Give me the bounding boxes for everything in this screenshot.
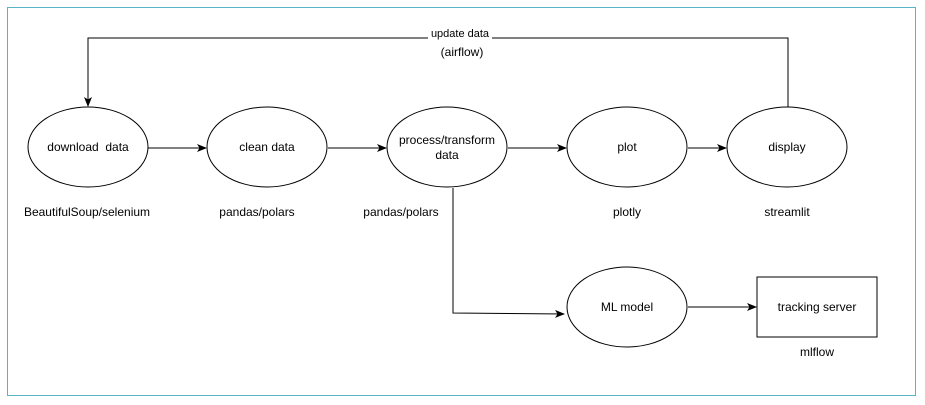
node-process-label-line2: data — [435, 148, 459, 162]
node-plot-label: plot — [617, 140, 637, 154]
edge-label-update-data: update data — [431, 28, 490, 40]
node-ml-model-label: ML model — [601, 300, 653, 314]
node-download-data-label: download data — [47, 140, 129, 154]
caption-plotly: plotly — [613, 205, 641, 219]
caption-process-pandas-polars: pandas/polars — [363, 205, 438, 219]
edge-label-airflow: (airflow) — [441, 45, 484, 59]
caption-beautifulsoup-selenium: BeautifulSoup/selenium — [24, 205, 150, 219]
edge-process-to-ml-model — [452, 188, 565, 318]
node-download-data: download data — [27, 106, 149, 188]
edge-display-to-download — [84, 37, 789, 108]
node-tracking-server-label: tracking server — [778, 300, 857, 314]
node-process-transform-data: process/transform data — [386, 106, 508, 188]
node-ml-model: ML model — [566, 266, 688, 348]
node-plot: plot — [566, 106, 688, 188]
caption-clean-pandas-polars: pandas/polars — [219, 205, 294, 219]
node-clean-data-label: clean data — [239, 140, 295, 154]
caption-mlflow: mlflow — [800, 345, 834, 359]
edge-label-bg — [428, 29, 492, 41]
node-tracking-server: tracking server — [756, 276, 878, 338]
node-display: display — [726, 106, 848, 188]
diagram-frame — [7, 7, 916, 396]
node-process-label-line1: process/transform — [399, 133, 495, 147]
caption-streamlit: streamlit — [764, 205, 810, 219]
node-display-label: display — [768, 140, 805, 154]
node-clean-data: clean data — [206, 106, 328, 188]
